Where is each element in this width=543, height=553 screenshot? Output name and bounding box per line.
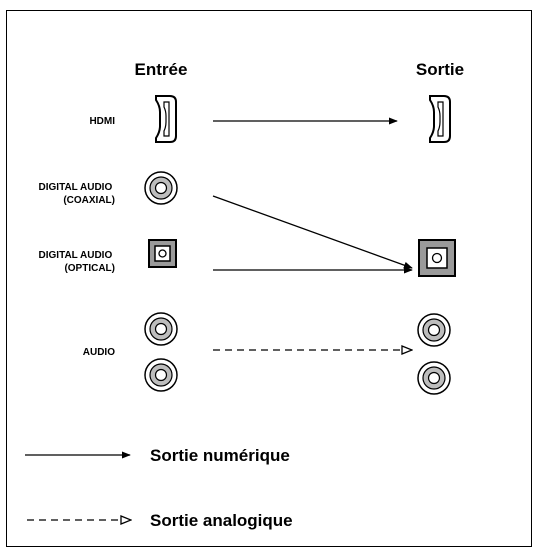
rca-output-upper-icon [417,313,451,347]
optical-jack-icon [148,239,177,268]
row-label-optical-line-2: (OPTICAL) [64,263,115,274]
coaxial-jack-icon [144,171,178,205]
optical-output-icon [418,239,456,277]
legend-analog-label: Sortie analogique [150,511,293,530]
row-label-hdmi-line: HDMI [89,116,115,127]
row-label-hdmi: HDMI [89,116,115,127]
row-label-coaxial-line-1: DIGITAL AUDIO [39,182,113,193]
legend: Sortie numérique Sortie analogique [25,446,293,530]
row-label-coaxial-line-2: (COAXIAL) [63,195,115,206]
input-column-title: Entrée [135,60,188,79]
rca-jack-upper-icon [144,312,178,346]
hdmi-icon [155,95,177,143]
row-label-optical-line-1: DIGITAL AUDIO [39,250,113,261]
arrow-coaxial-to-optical [212,195,413,269]
row-label-audio: AUDIO [83,347,115,358]
rca-jack-lower-icon [144,358,178,392]
output-column-title: Sortie [416,60,464,79]
row-label-optical: DIGITAL AUDIO (OPTICAL) [39,250,115,274]
rca-output-pair-icon [417,313,451,395]
diagram-frame [6,10,532,547]
legend-digital-label: Sortie numérique [150,446,290,465]
rca-jack-pair-icon [144,312,178,392]
hdmi-output-icon [429,95,451,143]
row-label-coaxial: DIGITAL AUDIO (COAXIAL) [39,182,115,206]
row-label-audio-line: AUDIO [83,347,115,358]
rca-output-lower-icon [417,361,451,395]
